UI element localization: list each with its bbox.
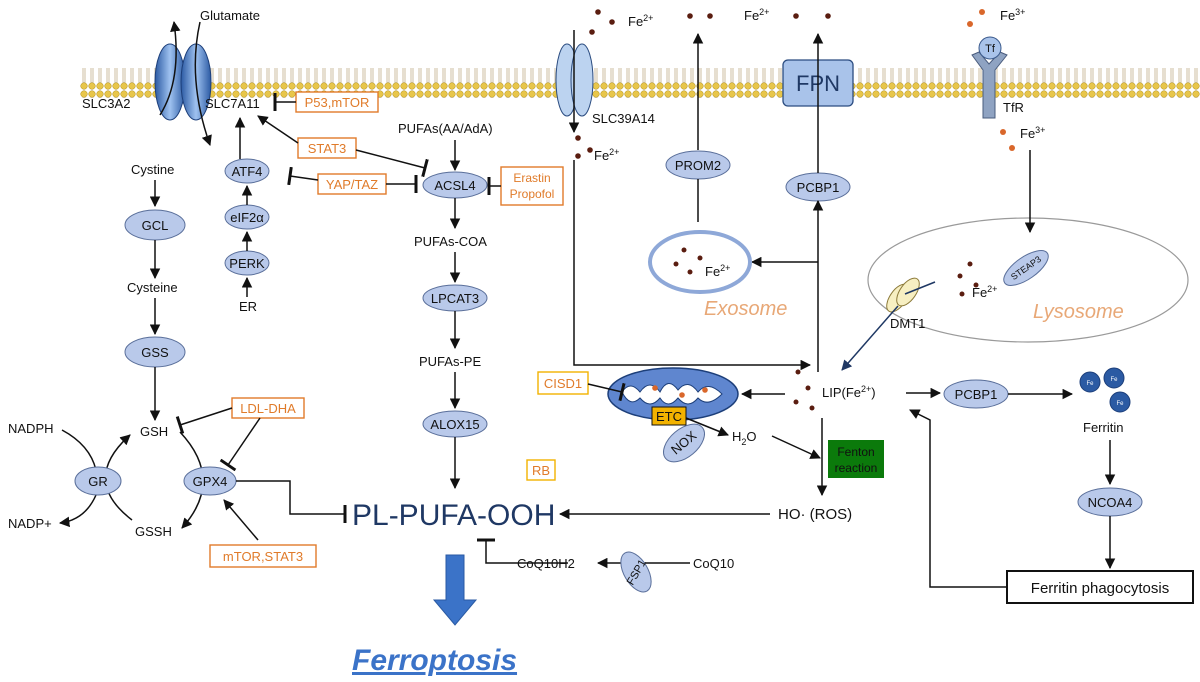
fenton-reaction-box[interactable] [828, 440, 884, 478]
cysteine-label: Cysteine [127, 280, 178, 295]
svg-text:Ferritin phagocytosis: Ferritin phagocytosis [1031, 580, 1169, 597]
tf-label: Tf [985, 43, 996, 55]
cystine-import-arrow [194, 21, 212, 146]
glutamate-label: Glutamate [200, 8, 260, 23]
ho-ros-label: HO· (ROS) [778, 506, 852, 523]
mtor-stat3-box[interactable] [209, 544, 317, 568]
fe2-dots-slc39a14 [575, 9, 615, 159]
ferritin-phagocytosis-box[interactable] [1006, 570, 1194, 604]
fe2-label-cytosol: Fe2+ [594, 147, 619, 163]
ferroptosis-arrow [432, 554, 478, 626]
fe2-dots-exosome-export [687, 13, 831, 19]
svg-text:ETC: ETC [656, 409, 682, 424]
svg-text:YAP/TAZ: YAP/TAZ [326, 177, 378, 192]
svg-text:GPX4: GPX4 [193, 474, 228, 489]
svg-text:RB: RB [532, 463, 550, 478]
fe2-label-export: Fe2+ [744, 7, 769, 23]
steap3-node[interactable] [998, 244, 1053, 292]
cell-membrane [80, 68, 1200, 98]
fe3-label-top: Fe3+ [1000, 7, 1025, 23]
coq10h2-label: CoQ10H2 [517, 556, 575, 571]
lip-fe2-dots [793, 369, 815, 411]
fe2-label-lysosome: Fe2+ [972, 284, 997, 300]
atf4-node[interactable] [224, 158, 270, 184]
gsh-label: GSH [140, 424, 168, 439]
mitochondrion[interactable] [607, 367, 739, 421]
svg-text:Propofol: Propofol [510, 187, 555, 201]
svg-text:PROM2: PROM2 [675, 158, 721, 173]
svg-text:STAT3: STAT3 [308, 141, 347, 156]
svg-text:Fenton: Fenton [837, 445, 874, 459]
slc39a14-channel[interactable] [555, 43, 594, 117]
svg-text:reaction: reaction [835, 461, 878, 475]
ferritin-cluster[interactable] [1079, 367, 1131, 413]
svg-text:ALOX15: ALOX15 [430, 417, 479, 432]
nadph-label: NADPH [8, 421, 54, 436]
svg-text:mTOR,STAT3: mTOR,STAT3 [223, 549, 303, 564]
coq10-label: CoQ10 [693, 556, 734, 571]
svg-text:Erastin: Erastin [513, 171, 550, 185]
svg-text:Fe: Fe [1086, 381, 1094, 387]
svg-text:PCBP1: PCBP1 [955, 387, 998, 402]
svg-text:GR: GR [88, 474, 108, 489]
svg-text:ACSL4: ACSL4 [434, 178, 475, 193]
h2o2-label: H2O [732, 429, 757, 447]
svg-text:LDL-DHA: LDL-DHA [240, 401, 296, 416]
svg-text:Fe: Fe [1110, 377, 1118, 383]
fe2-label-slc39a14: Fe2+ [628, 13, 653, 29]
ferritin-label: Ferritin [1083, 420, 1123, 435]
svg-text:GCL: GCL [142, 218, 169, 233]
fe2-dots-lysosome [957, 261, 979, 297]
er-label: ER [239, 299, 257, 314]
pl-pufa-ooh-label: PL-PUFA-OOH [352, 499, 555, 532]
lip-label: LIP(Fe2+) [822, 384, 876, 400]
cisd1-box[interactable] [537, 371, 589, 395]
svg-text:PERK: PERK [229, 256, 265, 271]
fsp1-node[interactable] [615, 547, 658, 597]
pufas-label: PUFAs(AA/AdA) [398, 121, 493, 136]
exosome-vesicle[interactable] [648, 230, 752, 294]
dmt1-label: DMT1 [890, 316, 925, 331]
erastin-propofol-box[interactable] [500, 166, 564, 206]
tfr-receptor[interactable] [971, 36, 1008, 119]
lysosome-label: Lysosome [1033, 301, 1124, 323]
fe3-label-inside: Fe3+ [1020, 125, 1045, 141]
fe2-label-exosome: Fe2+ [705, 263, 730, 279]
svg-text:GSS: GSS [141, 345, 169, 360]
pufas-coa-label: PUFAs-COA [414, 234, 487, 249]
rb-box[interactable] [526, 459, 556, 481]
pufas-pe-label: PUFAs-PE [419, 354, 481, 369]
etc-box[interactable] [651, 406, 687, 426]
gr-node[interactable] [74, 466, 122, 496]
svg-text:ATF4: ATF4 [232, 164, 263, 179]
glutamate-export-arrow [159, 20, 181, 116]
exosome-label: Exosome [704, 298, 787, 320]
nadp-label: NADP+ [8, 516, 52, 531]
slc3a2-label: SLC3A2 [82, 96, 130, 111]
svg-text:eIF2α: eIF2α [230, 210, 264, 225]
tfr-label: TfR [1003, 100, 1024, 115]
svg-text:PCBP1: PCBP1 [797, 180, 840, 195]
svg-text:LPCAT3: LPCAT3 [431, 291, 479, 306]
svg-text:P53,mTOR: P53,mTOR [305, 95, 370, 110]
stat3-box[interactable] [297, 137, 357, 159]
cystine-label: Cystine [131, 162, 174, 177]
ferroptosis-label: Ferroptosis [352, 644, 517, 677]
slc39a14-label: SLC39A14 [592, 111, 655, 126]
slc7a11-label: SLC7A11 [205, 96, 260, 111]
gssh-label: GSSH [135, 524, 172, 539]
nox-node[interactable] [657, 417, 712, 469]
svg-text:NCOA4: NCOA4 [1088, 495, 1133, 510]
svg-text:CISD1: CISD1 [544, 376, 582, 391]
svg-text:Fe: Fe [1116, 401, 1124, 407]
